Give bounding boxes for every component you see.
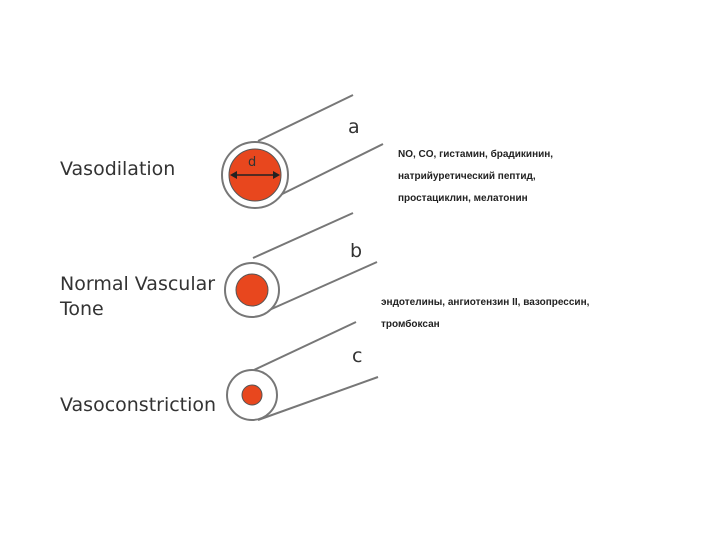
diameter-label: d xyxy=(248,155,256,170)
diameter-arrowhead-right xyxy=(273,171,280,179)
vasoconstrictor-line: тромбоксан xyxy=(381,319,440,330)
vessel-letter-c: c xyxy=(352,345,363,367)
diameter-arrowhead-left xyxy=(230,171,237,179)
state-label-normal: Normal Vascular Tone xyxy=(60,273,216,320)
vessel-normal xyxy=(224,212,378,318)
vasoconstrictor-line: эндотелины, ангиотензин II, вазопрессин, xyxy=(381,297,590,308)
state-label-vasoconstriction: Vasoconstriction xyxy=(60,394,217,416)
vessel-lumen xyxy=(235,273,269,307)
vessel-lumen xyxy=(241,384,263,406)
vasodilator-line: простациклин, мелатонин xyxy=(398,193,528,204)
vasodilator-line: NO, CO, гистамин, брадикинин, xyxy=(398,149,554,160)
vasodilator-line: натрийуретический пептид, xyxy=(398,171,536,182)
vessel-letter-a: a xyxy=(348,116,360,138)
vessel-vasoconstriction xyxy=(226,321,379,421)
state-label-vasodilation: Vasodilation xyxy=(60,158,176,180)
vessel-vasodilation: d xyxy=(221,94,384,209)
vasoconstrictor-list: эндотелины, ангиотензин II, вазопрессин,… xyxy=(381,296,589,340)
vasodilator-list: NO, CO, гистамин, брадикинин, натрийурет… xyxy=(398,148,553,214)
vessel-letter-b: b xyxy=(350,240,363,262)
